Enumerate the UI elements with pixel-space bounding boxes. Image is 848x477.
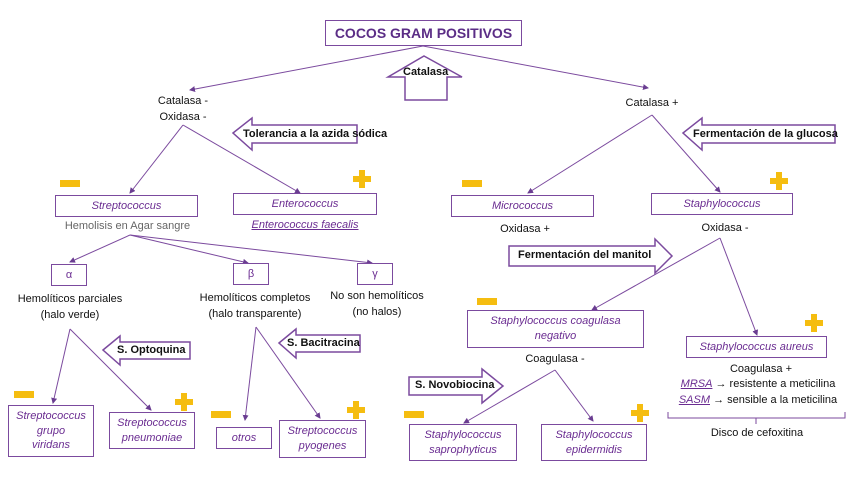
sasm-label: SASM: [678, 394, 710, 406]
staphylococcus-epidermidis-box: Staphylococcus epidermidis: [541, 424, 647, 461]
title-box: COCOS GRAM POSITIVOS: [325, 20, 522, 46]
gamma-desc-line1: No son hemolíticos: [330, 290, 424, 302]
pyogenes-line2: pyogenes: [298, 440, 347, 452]
catalasa-neg-text: Catalasa -: [157, 95, 209, 107]
bacitracina-test-label: S. Bacitracina: [287, 337, 360, 349]
beta-desc-line2: (halo transparente): [208, 307, 302, 320]
novobiocina-test-label: S. Novobiocina: [415, 379, 495, 391]
alpha-desc-line2: (halo verde): [40, 308, 100, 321]
positive-sign-icon: [805, 314, 823, 332]
staphylococcus-coagulasa-negativo-box: Staphylococcus coagulasa negativo: [467, 310, 644, 348]
saprophyticus-line1: Staphylococcus: [424, 428, 502, 441]
viridans-line3: viridans: [32, 439, 70, 452]
epidermidis-line2: epidermidis: [565, 443, 623, 456]
alpha-box: α: [51, 264, 87, 286]
positive-sign-icon: [175, 393, 193, 411]
catalasa-up-arrow: [385, 55, 463, 101]
staphylococcus-box: Staphylococcus: [651, 193, 793, 215]
positive-sign-icon: [347, 401, 365, 419]
beta-box: β: [233, 263, 269, 285]
glucosa-test-label: Fermentación de la glucosa: [693, 128, 838, 140]
viridans-line1: Streptococcus: [16, 409, 86, 422]
micrococcus-oxidasa-label: Oxidasa +: [500, 223, 550, 235]
mrsa-line: MRSA → resistente a meticilina: [668, 377, 848, 393]
optoquina-test-label: S. Optoquina: [117, 344, 186, 356]
enterococcus-faecalis-label: Enterococcus faecalis: [251, 219, 359, 231]
optoquina-left-arrow: [101, 334, 191, 367]
gamma-desc-line2: (no halos): [352, 305, 402, 318]
mrsa-label: MRSA: [680, 378, 713, 390]
epidermidis-line1: Staphylococcus: [555, 428, 633, 441]
streptococcus-viridans-box: Streptococcus grupo viridans: [8, 405, 94, 457]
otros-box: otros: [216, 427, 272, 449]
staphylococcus-oxidasa-label: Oxidasa -: [701, 222, 749, 234]
micrococcus-box: Micrococcus: [451, 195, 594, 217]
negative-sign-icon: [14, 391, 34, 398]
sasm-line: SASM → sensible a la meticilina: [668, 393, 848, 409]
gamma-box: γ: [357, 263, 393, 285]
scn-line1: Staphylococcus coagulasa: [490, 315, 621, 328]
saprophyticus-line2: saprophyticus: [429, 443, 497, 456]
coagulasa-negativa-label: Coagulasa -: [525, 353, 585, 365]
catalasa-test-label: Catalasa: [403, 66, 449, 78]
enterococcus-box: Enterococcus: [233, 193, 377, 215]
negative-sign-icon: [211, 411, 231, 418]
hemolisis-label: Hemolisis en Agar sangre: [64, 220, 191, 232]
alpha-desc-line1: Hemolíticos parciales: [17, 293, 123, 305]
beta-desc-line1: Hemolíticos completos: [199, 292, 311, 304]
positive-sign-icon: [770, 172, 788, 190]
negative-sign-icon: [477, 298, 497, 305]
streptococcus-pneumoniae-box: Streptococcus pneumoniae: [109, 412, 195, 449]
viridans-line2: grupo: [36, 424, 66, 437]
sasm-description: → sensible a la meticilina: [713, 394, 838, 406]
coagulasa-positiva-label: Coagulasa +: [729, 363, 793, 375]
manitol-test-label: Fermentación del manitol: [518, 249, 652, 261]
alpha-description: Hemolíticos parciales (halo verde): [10, 292, 130, 324]
negative-sign-icon: [60, 180, 80, 187]
beta-description: Hemolíticos completos (halo transparente…: [190, 291, 320, 323]
streptococcus-box: Streptococcus: [55, 195, 198, 217]
catalasa-negative-label: Catalasa - Oxidasa -: [148, 94, 218, 126]
pneumoniae-line2: pneumoniae: [121, 431, 183, 444]
mrsa-description: → resistente a meticilina: [715, 378, 836, 390]
gamma-description: No son hemolíticos (no halos): [322, 289, 432, 321]
positive-sign-icon: [631, 404, 649, 422]
cefoxitina-bracket: [667, 412, 846, 424]
negative-sign-icon: [462, 180, 482, 187]
oxidasa-neg-text: Oxidasa -: [159, 110, 207, 123]
bacitracina-left-arrow: [277, 327, 361, 360]
negative-sign-icon: [404, 411, 424, 418]
scn-line2: negativo: [534, 330, 577, 342]
positive-sign-icon: [353, 170, 371, 188]
glucosa-left-arrow: [681, 116, 836, 152]
novobiocina-right-arrow: [408, 367, 505, 405]
streptococcus-pyogenes-box: Streptococcus pyogenes: [279, 420, 366, 458]
disco-cefoxitina-label: Disco de cefoxitina: [710, 427, 804, 439]
manitol-right-arrow: [508, 237, 674, 275]
staphylococcus-aureus-box: Staphylococcus aureus: [686, 336, 827, 358]
azida-left-arrow: [231, 116, 358, 152]
pyogenes-line1: Streptococcus: [287, 425, 358, 438]
pneumoniae-line1: Streptococcus: [117, 416, 187, 429]
azida-test-label: Tolerancia a la azida sódica: [243, 128, 388, 140]
staphylococcus-saprophyticus-box: Staphylococcus saprophyticus: [409, 424, 517, 461]
catalasa-positive-label: Catalasa +: [625, 97, 679, 109]
